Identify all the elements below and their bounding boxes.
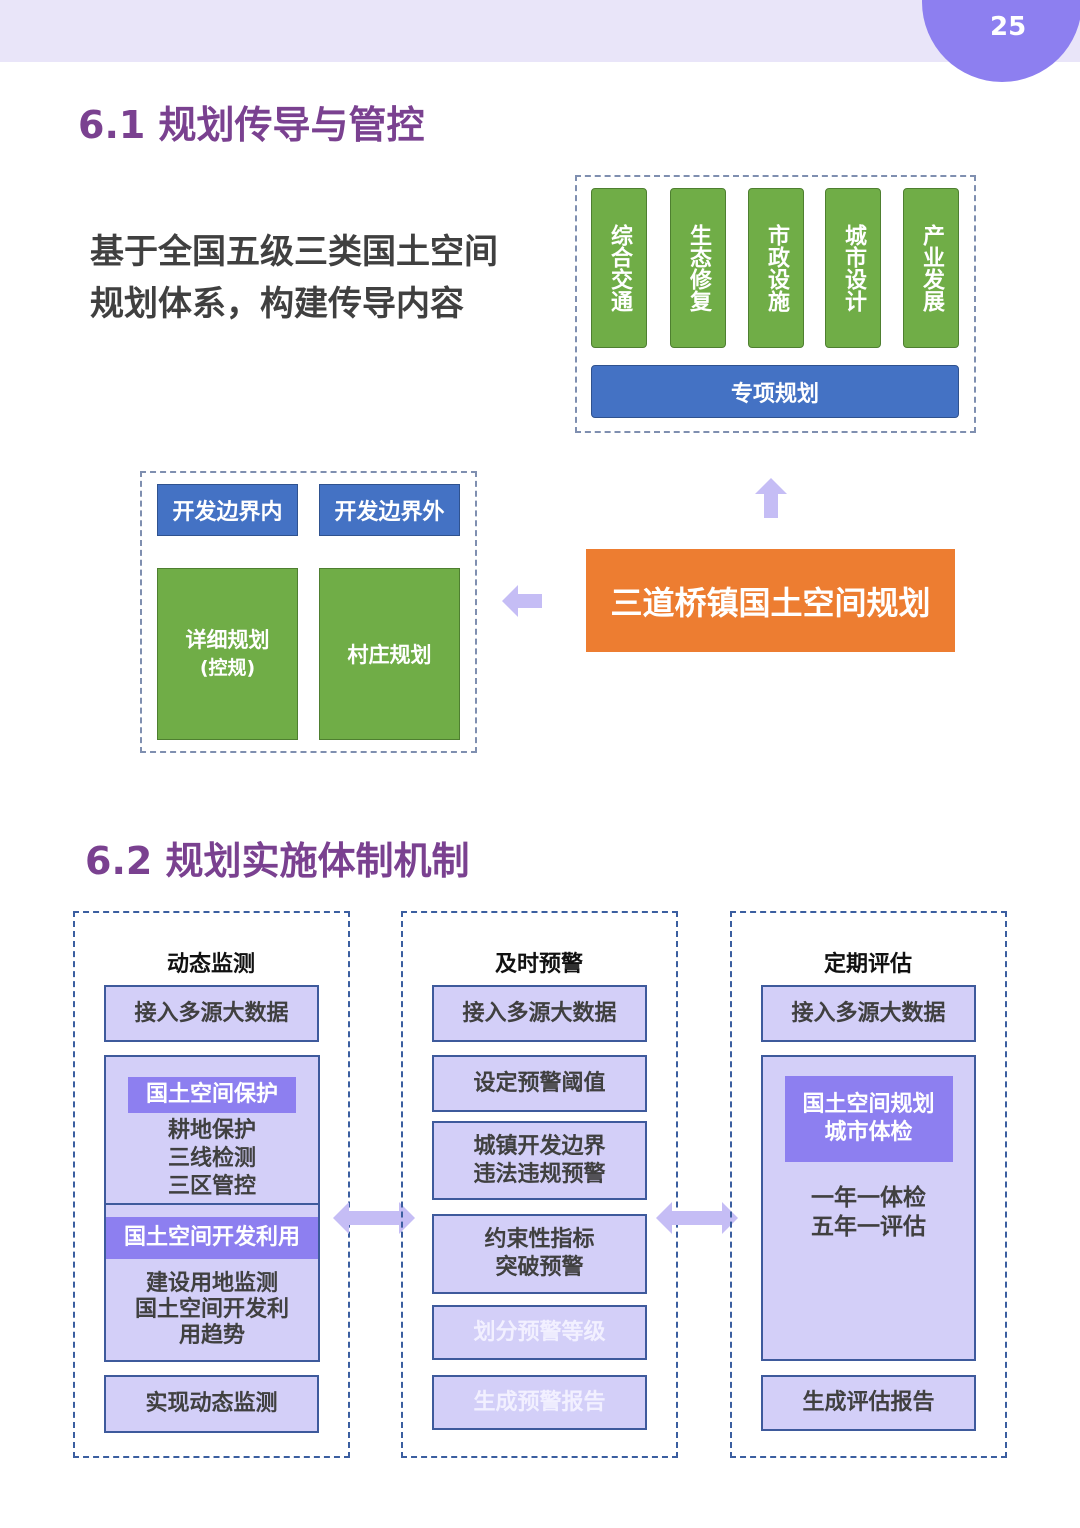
box-warning-report: 生成预警报告 [432,1375,647,1430]
center-plan-box: 三道桥镇国土空间规划 [586,549,955,652]
special-plan-group [575,175,976,433]
text-line: 国土空间开发利 [134,1297,289,1322]
box-evaluation-report: 生成评估报告 [761,1375,976,1431]
double-arrow-icon [656,1202,738,1234]
text-line: 建设用地监测 [145,1271,278,1296]
arrow-left-icon [502,585,542,617]
arrow-up-icon [755,478,787,518]
detailed-plan-label: 详细规划 [185,628,270,652]
land-development-header: 国土空间开发利用 [106,1217,318,1259]
detailed-plan-group [140,471,477,753]
evaluation-detail-box: 国土空间规划 城市体检 一年一体检 五年一评估 [761,1055,976,1361]
text-line: 约束性指标 [484,1227,595,1252]
text-line: 城镇开发边界 [473,1133,606,1159]
column-title: 定期评估 [823,952,912,977]
intro-line: 基于全国五级三类国土空间 [90,232,498,272]
column-urban-design: 城市设计 [825,188,881,348]
land-protection-header: 国土空间保护 [128,1077,296,1113]
village-plan-box: 村庄规划 [319,568,460,740]
box-data-access: 接入多源大数据 [761,985,976,1042]
section-title-6-1: 6.1 规划传导与管控 [78,103,425,147]
city-checkup-header: 国土空间规划 城市体检 [784,1076,953,1162]
monitoring-detail-box: 国土空间保护 耕地保护 三线检测 三区管控 国土空间开发利用 建设用地监测 国土… [104,1055,320,1362]
box-dynamic-monitoring: 实现动态监测 [104,1375,319,1433]
intro-text: 基于全国五级三类国土空间 规划体系，构建传导内容 [90,226,550,330]
timely-warning-group [401,911,678,1458]
text-line: 五年一评估 [811,1214,926,1240]
periodic-evaluation-group [730,911,1007,1458]
text-line: 耕地保护 [167,1118,256,1143]
text-line: 突破预警 [495,1255,584,1280]
text-line: 城市体检 [824,1120,913,1145]
dynamic-monitoring-group [73,911,350,1458]
header-band [0,0,1080,62]
box-warning-levels: 划分预警等级 [432,1305,647,1360]
column-title: 动态监测 [166,952,255,977]
divider [106,1203,318,1217]
double-arrow-icon [333,1202,415,1234]
box-data-access: 接入多源大数据 [104,985,319,1042]
column-municipal: 市政设施 [748,188,804,348]
boundary-outside-label: 开发边界外 [319,484,460,536]
boundary-inside-label: 开发边界内 [157,484,298,536]
page-number: 25 [990,12,1027,42]
intro-line: 规划体系，构建传导内容 [90,284,464,324]
box-set-threshold: 设定预警阈值 [432,1055,647,1112]
box-data-access: 接入多源大数据 [432,985,647,1042]
column-transport: 综合交通 [591,188,647,348]
text-line: 违法违规预警 [473,1161,606,1187]
text-line: 三区管控 [167,1174,256,1199]
column-industry: 产业发展 [903,188,959,348]
text-line: 三线检测 [167,1146,256,1171]
text-line: 国土空间规划 [802,1092,935,1117]
detailed-plan-sublabel: (控规) [199,657,256,679]
land-development-lines: 建设用地监测 国土空间开发利 用趋势 [135,1271,289,1349]
text-line: 用趋势 [178,1323,245,1348]
land-protection-lines: 耕地保护 三线检测 三区管控 [168,1117,256,1201]
column-ecology: 生态修复 [670,188,726,348]
section-title-6-2: 6.2 规划实施体制机制 [85,839,470,883]
box-boundary-warning: 城镇开发边界 违法违规预警 [432,1121,647,1200]
evaluation-lines: 一年一体检 五年一评估 [811,1184,926,1242]
special-plan-bar: 专项规划 [591,365,959,418]
box-indicator-warning: 约束性指标 突破预警 [432,1214,647,1294]
text-line: 一年一体检 [811,1185,926,1211]
detailed-plan-box: 详细规划 (控规) [157,568,298,740]
column-title: 及时预警 [494,952,583,977]
